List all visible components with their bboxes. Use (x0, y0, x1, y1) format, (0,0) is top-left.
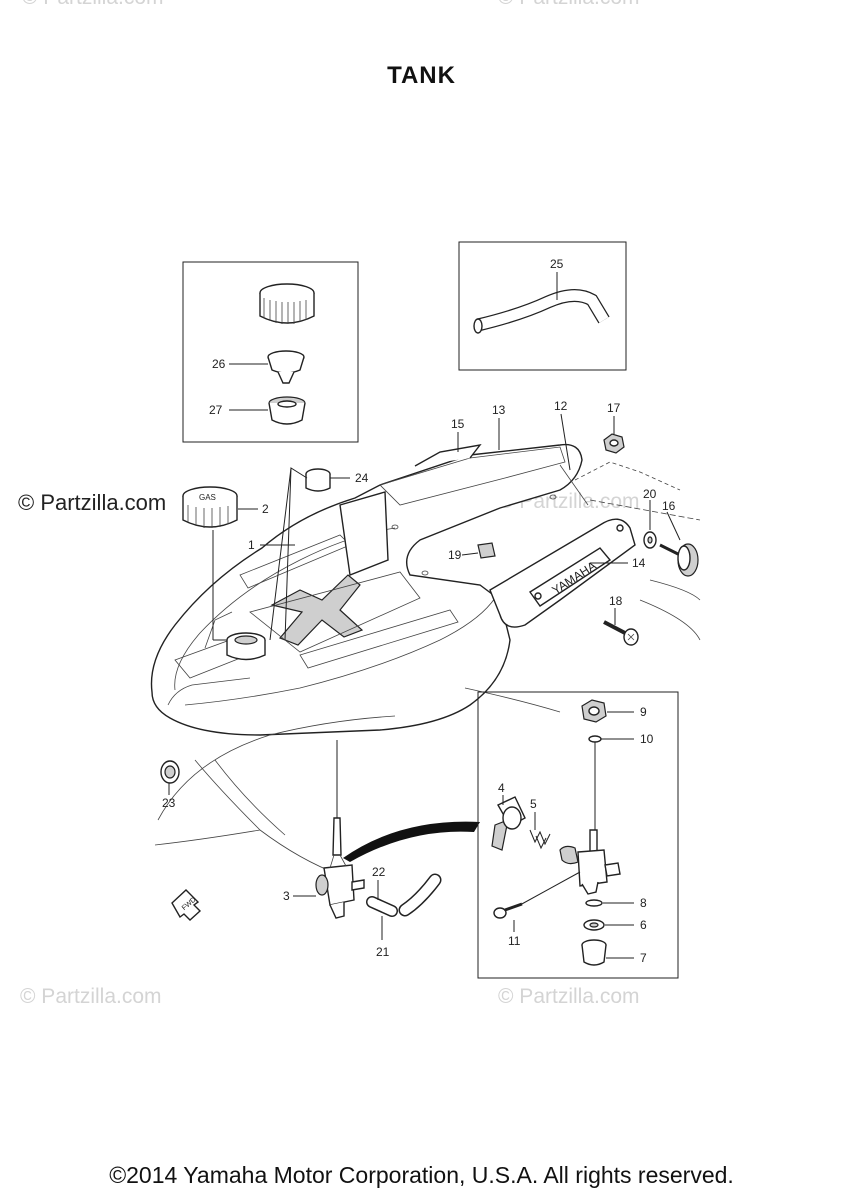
callout-18: 18 (609, 594, 623, 608)
hose-part-21 (398, 873, 442, 917)
exploded-view-arrow (343, 821, 480, 862)
screw-part-18 (603, 620, 639, 646)
watermark-bottom-right: © Partzilla.com (498, 985, 640, 1008)
callout-3: 3 (283, 889, 290, 903)
cap-text: GAS (199, 493, 216, 502)
callout-16: 16 (662, 499, 676, 513)
fuel-cap-part-2: GAS (182, 486, 238, 528)
callout-24: 24 (355, 471, 369, 485)
callout-4: 4 (498, 781, 505, 795)
hull-outline (154, 499, 701, 876)
callout-2: 2 (262, 502, 269, 516)
callout-9: 9 (640, 705, 647, 719)
watermark-bottom-left: © Partzilla.com (20, 985, 162, 1008)
watermark-mid-left: © Partzilla.com (18, 490, 167, 515)
diagram-title: TANK (387, 62, 456, 89)
seal-part-27 (268, 396, 306, 425)
hose-part-22 (366, 896, 398, 917)
callout-12: 12 (554, 399, 568, 413)
cup-part-7 (581, 939, 607, 966)
knob-bolt-part-16 (659, 543, 699, 577)
plug-part-24 (305, 468, 331, 492)
callout-14: 14 (632, 556, 646, 570)
callout-22: 22 (372, 865, 386, 879)
screw-part-11 (493, 902, 523, 919)
callout-8: 8 (640, 896, 647, 910)
callout-26: 26 (212, 357, 226, 371)
fwd-arrow-icon: FWD (171, 889, 202, 921)
callout-7: 7 (640, 951, 647, 965)
callout-5: 5 (530, 797, 537, 811)
oring-part-8 (585, 899, 603, 907)
callout-17: 17 (607, 401, 621, 415)
filler-neck (226, 632, 266, 661)
grommet-part-23 (160, 760, 180, 784)
callout-13: 13 (492, 403, 506, 417)
callout-21: 21 (376, 945, 390, 959)
callout-11: 11 (508, 934, 521, 948)
lever-part-4 (491, 796, 526, 851)
fuel-tank (150, 443, 583, 736)
callout-20: 20 (643, 487, 657, 501)
washer-part-20 (643, 531, 657, 549)
gasket-part-26 (267, 350, 305, 384)
copyright-notice: ©2014 Yamaha Motor Corporation, U.S.A. A… (109, 1162, 734, 1188)
hose-part-25 (473, 289, 610, 334)
callout-23: 23 (162, 796, 176, 810)
callout-1: 1 (248, 538, 255, 552)
watermark-top-left: © Partzilla.com (22, 0, 164, 10)
filler-cap-part (259, 283, 315, 324)
callout-25: 25 (550, 257, 564, 271)
valve-body (559, 829, 621, 895)
spring-part-5 (529, 829, 551, 850)
inset-box-hose (458, 241, 627, 371)
callout-6: 6 (640, 918, 647, 932)
nut-part-9 (581, 699, 607, 723)
fuel-cock-part-3 (315, 817, 365, 919)
callout-10: 10 (640, 732, 654, 746)
nut-part-17 (603, 433, 625, 454)
inset-box-cap (182, 261, 359, 443)
clip-part-19 (477, 542, 496, 559)
washer-part-10 (588, 735, 602, 743)
callout-15: 15 (451, 417, 465, 431)
gasket-part-6 (583, 919, 605, 931)
callout-27: 27 (209, 403, 223, 417)
callout-19: 19 (448, 548, 462, 562)
watermark-top-right: © Partzilla.com (498, 0, 640, 10)
inset-box-fuel-cock (477, 691, 679, 979)
